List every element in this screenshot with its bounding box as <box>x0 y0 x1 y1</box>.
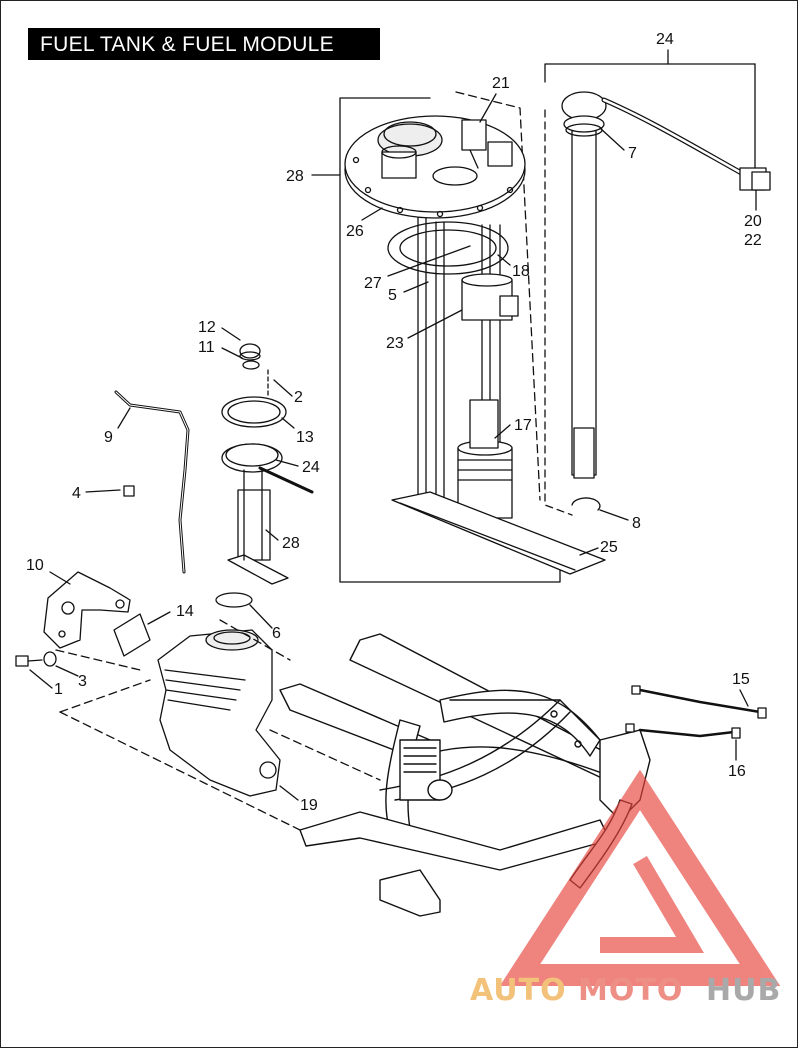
fuel-filter <box>461 273 519 321</box>
module-dash-boundary <box>455 91 541 501</box>
leader-13 <box>281 417 295 429</box>
callout-16: 16 <box>728 763 746 780</box>
callout-8: 8 <box>632 515 641 532</box>
leader-12 <box>221 327 241 341</box>
callout-12: 12 <box>198 319 216 336</box>
watermark-logo <box>499 769 781 986</box>
callout-13: 13 <box>296 429 314 446</box>
bolt-washer <box>15 651 57 667</box>
guide-dash-3 <box>59 711 301 831</box>
leader-9 <box>117 407 131 429</box>
callout-7: 7 <box>628 145 637 162</box>
leader-3 <box>55 665 79 677</box>
leader-6 <box>249 604 273 629</box>
callout-5: 5 <box>388 287 397 304</box>
rubber-pad <box>113 613 151 657</box>
callout-15: 15 <box>732 671 750 688</box>
leader-24-left <box>275 459 299 467</box>
callout-10: 10 <box>26 557 44 574</box>
watermark-auto: AUTO <box>470 973 567 1008</box>
leader-21 <box>479 93 497 123</box>
callout-27: 27 <box>364 275 382 292</box>
callout-25: 25 <box>600 539 618 556</box>
leader-10 <box>49 571 71 585</box>
hose-clip <box>123 485 135 497</box>
callout-26: 26 <box>346 223 364 240</box>
leader-11 <box>221 347 243 359</box>
leader-25 <box>579 547 599 556</box>
callout-17: 17 <box>514 417 532 434</box>
callout-28-mid: 28 <box>282 535 300 552</box>
module-base-plate <box>391 491 606 575</box>
vent-hose <box>114 390 190 574</box>
watermark-moto: MOTO <box>578 973 683 1008</box>
leader-1 <box>29 669 53 689</box>
callout-18: 18 <box>512 263 530 280</box>
callout-19: 19 <box>300 797 318 814</box>
guide-dash-1 <box>55 649 141 671</box>
leader-15 <box>739 689 749 707</box>
callout-2: 2 <box>294 389 303 406</box>
callout-6: 6 <box>272 625 281 642</box>
callout-labels: 21 24 28 7 26 20 22 18 27 5 23 17 8 25 1… <box>26 31 762 814</box>
callout-11: 11 <box>198 339 215 356</box>
retaining-ring <box>571 497 601 511</box>
leader-8 <box>599 509 629 521</box>
fuel-tank <box>157 629 281 797</box>
callout-20: 20 <box>744 213 762 230</box>
tank-o-ring <box>215 592 253 608</box>
tank-mount-bracket <box>43 571 131 649</box>
leader-2 <box>273 379 293 397</box>
fuel-pump <box>457 399 513 519</box>
leader-23 <box>407 309 463 339</box>
leader-18 <box>497 254 511 266</box>
leader-27 <box>387 245 471 277</box>
fuel-level-sender <box>544 91 771 516</box>
callout-1: 1 <box>54 681 63 698</box>
callout-22: 22 <box>744 232 762 249</box>
module-connector <box>461 119 513 169</box>
guide-dash-2 <box>59 679 151 713</box>
leader-19 <box>279 785 299 801</box>
leader-17 <box>494 424 511 439</box>
guide-dash-4 <box>269 729 381 781</box>
leader-5 <box>403 281 429 293</box>
vent-hose-inner <box>115 391 189 573</box>
title-banner <box>28 28 380 60</box>
leader-28-left <box>265 529 279 541</box>
callout-28-top: 28 <box>286 168 304 185</box>
watermark-hub: HUB <box>706 973 781 1008</box>
callout-3: 3 <box>78 673 87 690</box>
callout-24-mid: 24 <box>302 459 320 476</box>
leader-4 <box>85 489 121 493</box>
leader-26 <box>361 207 383 221</box>
fuel-lines <box>625 685 767 739</box>
flange-plate <box>344 115 526 219</box>
leader-14 <box>147 611 171 625</box>
callout-4: 4 <box>72 485 81 502</box>
page-title: FUEL TANK & FUEL MODULE <box>40 33 334 56</box>
callout-14: 14 <box>176 603 194 620</box>
mini-fuel-module <box>221 343 314 585</box>
callout-21: 21 <box>492 75 510 92</box>
guide-dash-5 <box>219 619 291 661</box>
module-assembly-bracket <box>339 97 561 583</box>
bracket-24-top <box>544 49 669 83</box>
callout-24-top: 24 <box>656 31 674 48</box>
callout-23: 23 <box>386 335 404 352</box>
leader-7 <box>599 127 625 151</box>
callout-9: 9 <box>104 429 113 446</box>
